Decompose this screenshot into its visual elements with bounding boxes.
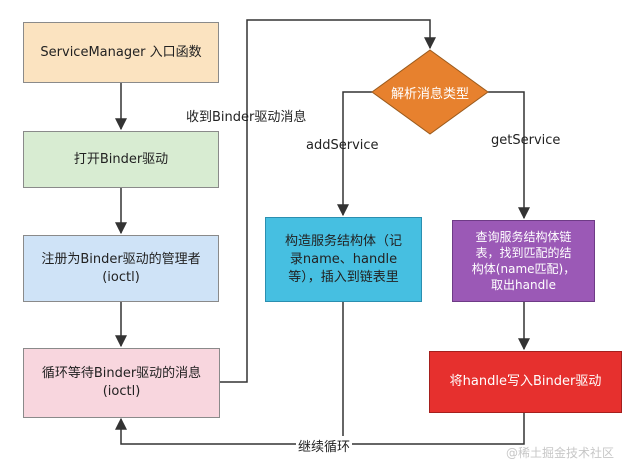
service-manager-entry-text: ServiceManager 入口函数 <box>40 44 202 60</box>
open-binder-text: 打开Binder驱动 <box>73 151 169 167</box>
service-manager-entry-box: ServiceManager 入口函数 <box>23 22 219 83</box>
write-handle-text: 将handle写入Binder驱动 <box>449 374 602 389</box>
get-service-label: getService <box>491 133 561 148</box>
build-service-box: 构造服务结构体（记 录name、handle 等），插入到链表里 <box>265 217 422 302</box>
arrow-parse-to-find <box>488 91 530 220</box>
open-binder-box: 打开Binder驱动 <box>23 131 219 188</box>
loop-wait-text: 循环等待Binder驱动的消息 (ioctl) <box>41 366 202 399</box>
write-handle-box: 将handle写入Binder驱动 <box>429 351 622 413</box>
find-service-box: 查询服务结构体链 表，找到匹配的结 构体(name匹配)， 取出handle <box>452 220 595 302</box>
arrow-loop-to-parse <box>220 19 436 383</box>
watermark-text: @稀土掘金技术社区 <box>506 446 615 460</box>
loop-wait-box: 循环等待Binder驱动的消息 (ioctl) <box>23 348 220 418</box>
build-service-text: 构造服务结构体（记 录name、handle 等），插入到链表里 <box>284 233 402 285</box>
continue-loop-label: 继续循环 <box>296 436 353 455</box>
find-service-text: 查询服务结构体链 表，找到匹配的结 构体(name匹配)， 取出handle <box>471 230 576 292</box>
decision-diamond <box>371 49 489 135</box>
register-manager-text: 注册为Binder驱动的管理者 (ioctl) <box>41 251 201 285</box>
register-manager-box: 注册为Binder驱动的管理者 (ioctl) <box>23 235 219 302</box>
arrow-parse-to-build <box>337 91 372 217</box>
receive-message-label: 收到Binder驱动消息 <box>186 110 307 125</box>
parse-message-text: 解析消息类型 <box>390 87 469 102</box>
add-service-label: addService <box>306 138 379 153</box>
